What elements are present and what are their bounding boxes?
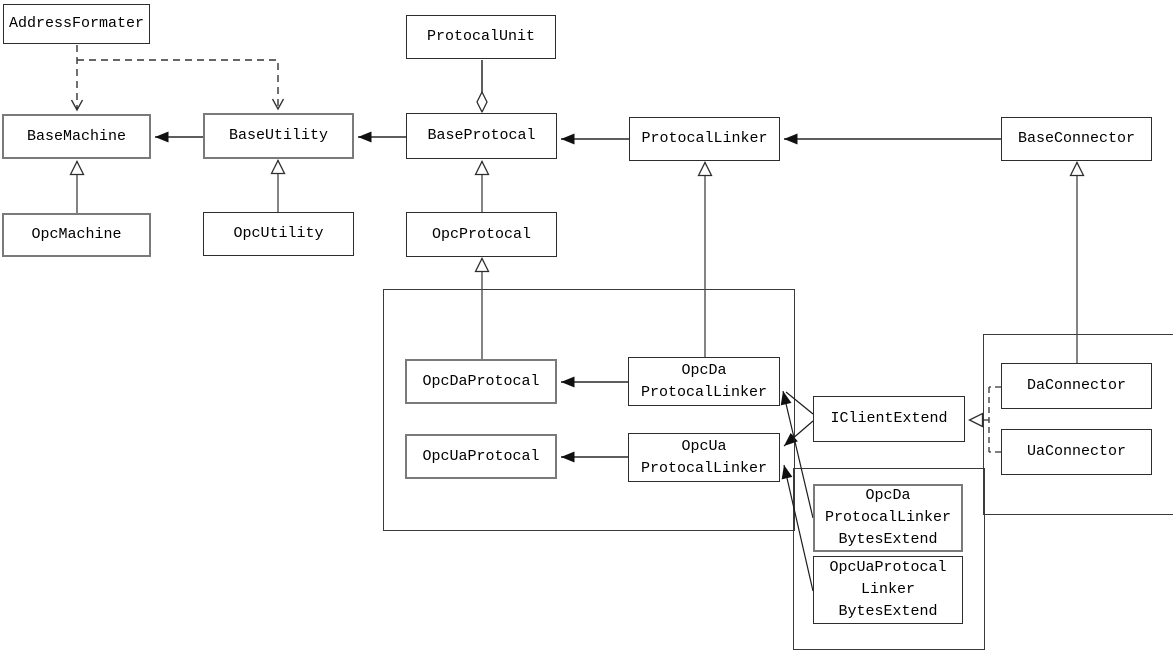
class-box-opcdaprotocal: OpcDaProtocal [405,359,557,404]
edge-opcuabytesextend-opcuaprotocallinker-association [781,464,814,592]
class-box-uaconnector: UaConnector [1001,429,1152,475]
class-label-baseconnector: BaseConnector [1017,130,1136,147]
class-box-daconnector: DaConnector [1001,363,1152,409]
edge-addressformater-baseutility-dependency [77,59,285,111]
class-label-protocallinker: ProtocalLinker [641,130,768,147]
class-label-baseutility: BaseUtility [228,127,329,144]
class-label-opcuaprotocal: OpcUaProtocal [422,447,540,465]
class-label-opcuaprotocallinker: OpcUa ProtocalLinker [640,437,768,477]
class-box-baseconnector: BaseConnector [1001,117,1152,161]
class-box-opcdaprotocallinkerbytesextend: OpcDa ProtocalLinker BytesExtend [813,484,963,552]
class-box-opcuaprotocallinker: OpcUa ProtocalLinker [628,433,780,482]
class-label-uaconnector: UaConnector [1026,443,1127,460]
class-label-opcuaprotocallinkerbytesextend: OpcUaProtocal Linker BytesExtend [829,559,947,620]
class-label-opcutility: OpcUtility [233,225,324,242]
group-box-bytes-extend-cluster [793,468,985,650]
class-label-addressformater: AddressFormater [8,15,145,32]
class-box-opcmachine: OpcMachine [2,213,151,257]
edge-iclientextend-opcdaprotocallinker-association [785,391,814,415]
class-label-opcmachine: OpcMachine [31,226,122,243]
class-box-baseutility: BaseUtility [203,113,354,159]
class-box-opcdaprotocallinker: OpcDa ProtocalLinker [628,357,780,406]
class-box-addressformater: AddressFormater [3,4,150,44]
class-box-opcprotocal: OpcProtocal [406,212,557,257]
group-box-connector-cluster [983,334,1173,515]
class-label-protocalunit: ProtocalUnit [426,28,536,45]
class-box-basemachine: BaseMachine [2,114,151,159]
class-box-protocalunit: ProtocalUnit [406,15,556,59]
class-label-basemachine: BaseMachine [26,127,127,145]
class-label-opcprotocal: OpcProtocal [431,225,532,243]
class-box-opcuaprotocallinkerbytesextend: OpcUaProtocal Linker BytesExtend [813,556,963,624]
group-box-opc-protocal-linker-cluster [383,289,795,531]
class-label-opcdaprotocallinkerbytesextend: OpcDa ProtocalLinker BytesExtend [824,487,952,548]
class-label-baseprotocal: BaseProtocal [427,127,536,144]
class-label-daconnector: DaConnector [1026,377,1127,394]
class-box-protocallinker: ProtocalLinker [629,117,780,161]
class-label-opcdaprotocal: OpcDaProtocal [422,372,540,390]
class-label-iclientextend: IClientExtend [830,410,948,427]
class-label-opcdaprotocallinker: OpcDa ProtocalLinker [640,361,768,401]
class-box-iclientextend: IClientExtend [813,396,965,442]
class-box-opcuaprotocal: OpcUaProtocal [405,434,557,479]
class-box-opcutility: OpcUtility [203,212,354,256]
edge-iclientextend-opcuaprotocallinker-association [783,420,814,447]
edge-opcdabytesextend-opcdaprotocallinker-association [780,390,814,519]
class-box-baseprotocal: BaseProtocal [406,113,557,159]
